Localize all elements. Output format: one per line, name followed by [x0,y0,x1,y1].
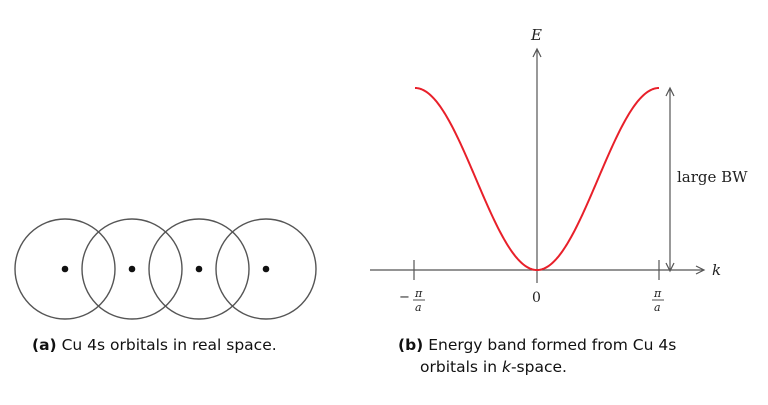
svg-text:a: a [654,301,661,314]
e-axis-label: E [530,26,542,44]
nucleus-2 [128,265,136,273]
caption-b-text-2-k: k [501,358,511,376]
orbital-3 [148,218,250,320]
e-axis-arrowhead [532,47,542,58]
atom-nuclei [61,265,270,273]
svg-text:π: π [653,287,662,300]
nucleus-3 [195,265,203,273]
band-curve [414,87,660,272]
caption-b-tag: (b) [398,336,424,354]
caption-a-tag: (a) [32,336,57,354]
caption-b-text-1: Energy band formed from Cu 4s [428,336,677,354]
tick-zero-label: 0 [532,290,541,306]
nucleus-1 [61,265,69,273]
k-axis-arrowhead [695,265,706,275]
caption-b-text-2a: orbitals in [420,358,502,376]
caption-b: (b) Energy band formed from Cu 4s orbita… [398,334,676,378]
svg-text:a: a [415,301,422,314]
bandwidth-arrow-top [665,86,675,97]
svg-text:−: − [399,290,410,305]
tick-left-label: − π a [399,287,425,314]
orbital-2 [81,218,183,320]
nucleus-4 [262,265,270,273]
caption-a-text: Cu 4s orbitals in real space. [61,336,277,354]
orbital-1 [14,218,116,320]
orbital-4 [215,218,317,320]
caption-b-line2: orbitals in k-space. [398,356,676,378]
k-axis-label: k [712,261,721,279]
caption-b-line1: (b) Energy band formed from Cu 4s [398,334,676,356]
bandwidth-arrow-bottom [665,262,675,273]
tick-right-label: π a [652,287,664,314]
svg-text:π: π [414,287,423,300]
caption-a: (a) Cu 4s orbitals in real space. [32,334,277,356]
band-axes [370,47,706,283]
bandwidth-label: large BW [677,168,748,186]
caption-b-text-2b: -space. [510,358,567,376]
orbital-chain [14,218,317,320]
